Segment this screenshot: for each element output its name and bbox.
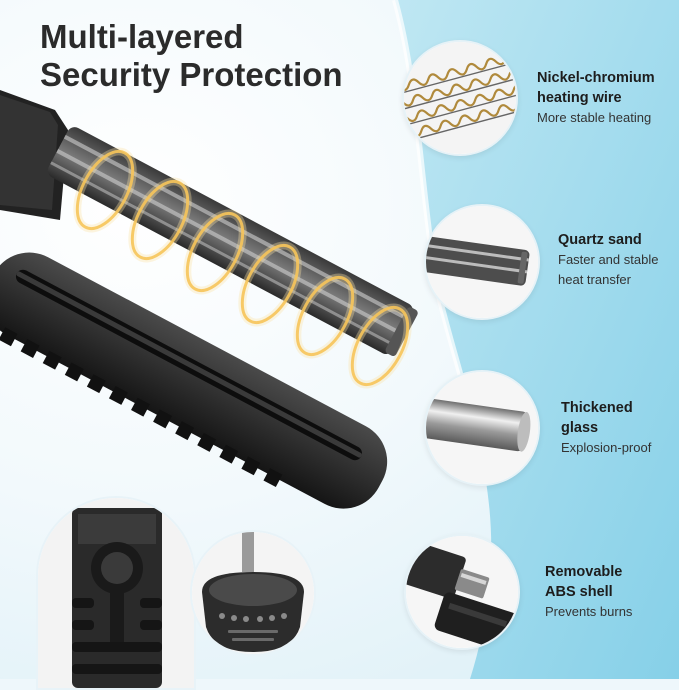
page-title: Multi-layered Security Protection: [40, 18, 343, 94]
heat-glow-rings: [75, 150, 410, 386]
tube-end-cap: [0, 90, 68, 220]
shell-end-view-image: [36, 496, 196, 690]
feature-thickened-glass: Thickened glass Explosion-proof: [561, 400, 652, 455]
feature-removable-abs-shell: Removable ABS shell Prevents burns: [545, 564, 633, 619]
end-cap-image: [190, 530, 316, 656]
abs-shell: [0, 252, 388, 509]
quartz-sand-image: [424, 204, 540, 320]
abs-shell-image: [404, 534, 520, 650]
title-line-2: Security Protection: [40, 56, 343, 93]
title-line-1: Multi-layered: [40, 18, 244, 55]
feature-nickel-chromium: Nickel-chromium heating wire More stable…: [537, 70, 655, 125]
nickel-chromium-wire-image: [402, 40, 518, 156]
feature-quartz-sand: Quartz sand Faster and stable heat trans…: [558, 232, 659, 287]
thickened-glass-image: [424, 370, 540, 486]
